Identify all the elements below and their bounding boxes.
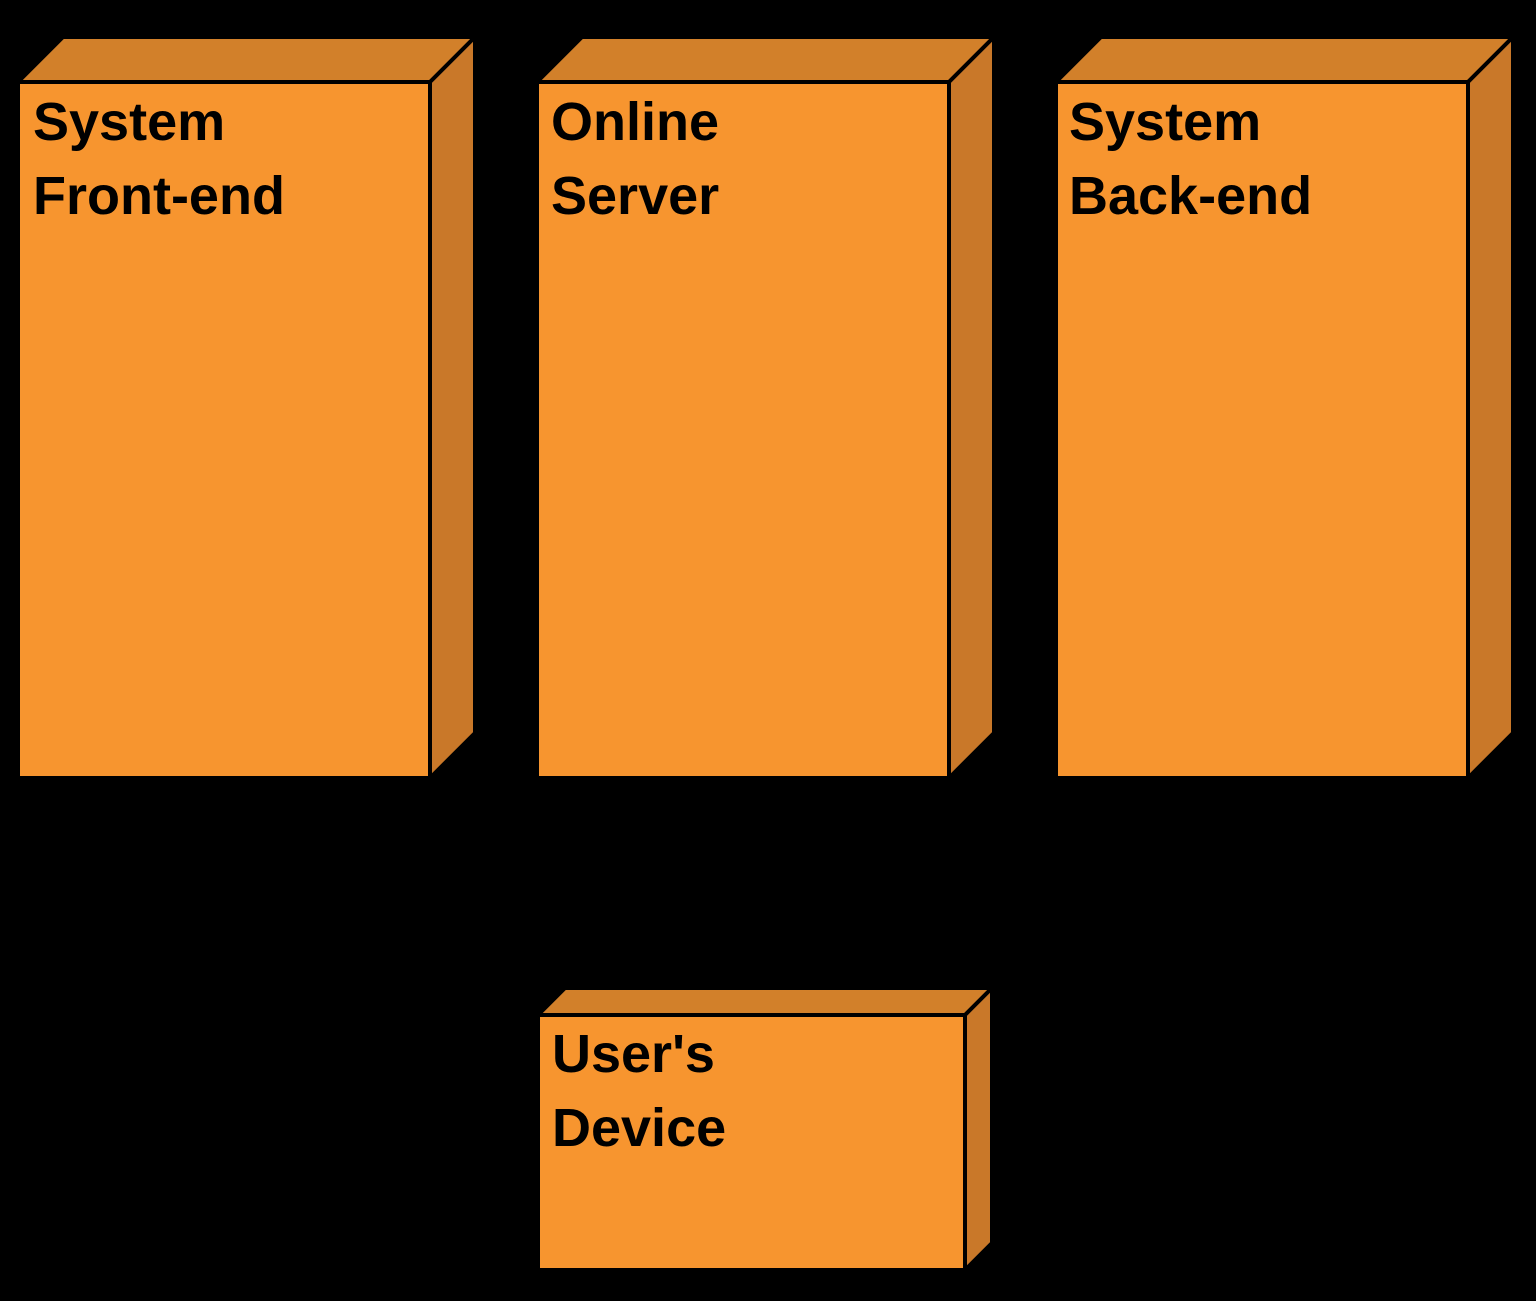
- node-label-line: Front-end: [33, 166, 285, 226]
- users-device-top-face: [536, 986, 994, 1017]
- node-label-line: System: [1069, 92, 1261, 152]
- node-label-line: System: [33, 92, 225, 152]
- online-server-top-face: [535, 35, 996, 84]
- online-server-side-face: [947, 35, 996, 780]
- system-back-end-front-face: [1054, 80, 1470, 780]
- node-label: System Front-end: [33, 92, 285, 226]
- system-back-end-side-face: [1466, 35, 1515, 780]
- node-label-line: Server: [551, 166, 719, 226]
- node-system-back-end: System Back-end: [1054, 35, 1515, 780]
- node-label-line: Online: [551, 92, 719, 152]
- node-label: Online Server: [551, 92, 734, 226]
- system-front-end-top-face: [16, 35, 477, 84]
- node-online-server: Online Server: [535, 35, 996, 780]
- system-front-end-front-face: [16, 80, 432, 780]
- node-label: User's Device: [552, 1024, 730, 1158]
- users-device-side-face: [963, 986, 994, 1272]
- system-back-end-top-face: [1054, 35, 1515, 84]
- users-device-front-face: [536, 1013, 967, 1272]
- node-users-device: User's Device: [536, 986, 994, 1272]
- node-label: System Back-end: [1069, 92, 1312, 226]
- system-front-end-side-face: [428, 35, 477, 780]
- online-server-front-face: [535, 80, 951, 780]
- node-label-line: Back-end: [1069, 166, 1312, 226]
- node-label-line: User's: [552, 1024, 715, 1084]
- node-label-line: Device: [552, 1098, 726, 1158]
- node-system-front-end: System Front-end: [16, 35, 477, 780]
